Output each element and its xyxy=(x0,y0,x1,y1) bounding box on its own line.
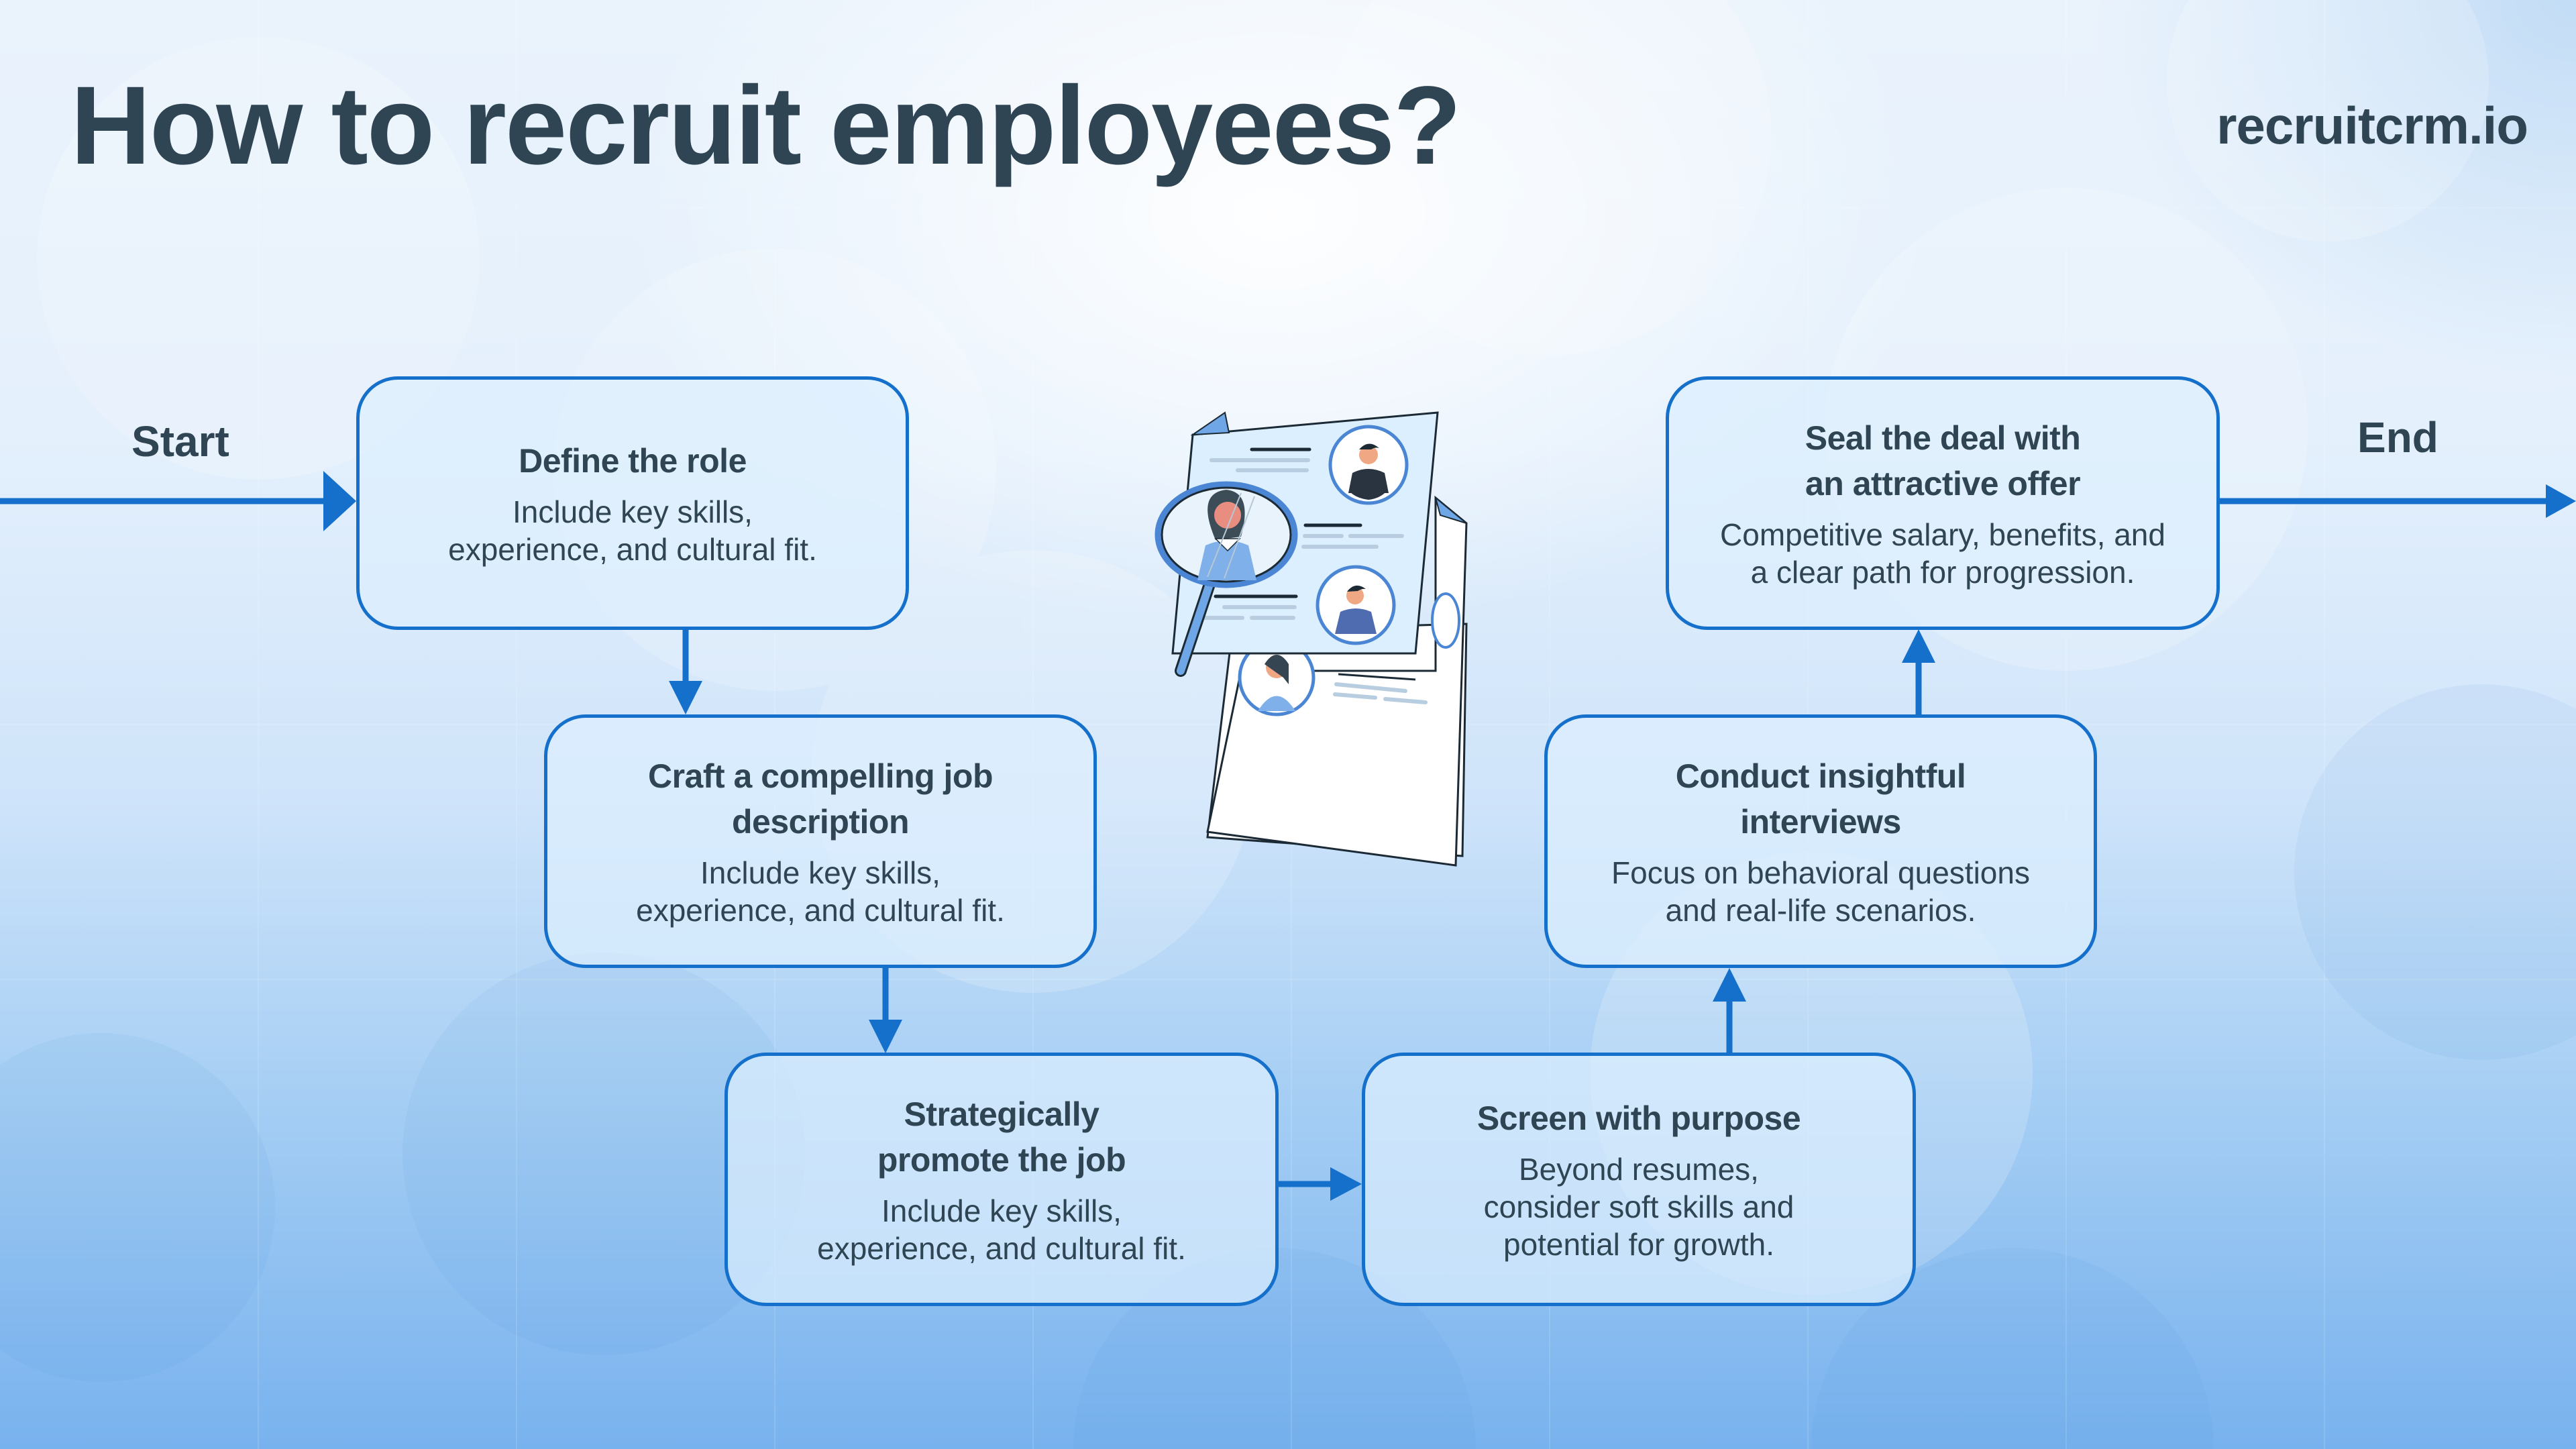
step-title: Screen with purpose xyxy=(1477,1099,1801,1137)
step-title: Define the role xyxy=(519,442,747,480)
end-label: End xyxy=(2357,413,2438,462)
step-promote-job: Strategically promote the job Include ke… xyxy=(724,1053,1279,1306)
candidate-avatar-icon xyxy=(1316,565,1396,645)
step-conduct-interviews: Conduct insightful interviews Focus on b… xyxy=(1544,714,2097,968)
step-craft-job-description: Craft a compelling job description Inclu… xyxy=(544,714,1097,968)
step-description: Focus on behavioral questions and real-l… xyxy=(1611,855,2030,928)
step-title: Seal the deal with an attractive offer xyxy=(1805,419,2081,502)
step-description: Include key skills, experience, and cult… xyxy=(636,855,1005,928)
start-label: Start xyxy=(131,417,229,466)
step-description: Include key skills, experience, and cult… xyxy=(817,1193,1186,1266)
back-resume-page-icon xyxy=(1206,495,1468,867)
step-screen-with-purpose: Screen with purpose Beyond resumes, cons… xyxy=(1362,1053,1916,1306)
magnifying-glass-icon xyxy=(1155,481,1298,677)
step-seal-the-deal: Seal the deal with an attractive offer C… xyxy=(1666,376,2220,630)
step-title: Conduct insightful interviews xyxy=(1675,757,1966,841)
step-define-role: Define the role Include key skills, expe… xyxy=(356,376,909,630)
front-resume-page-icon xyxy=(1171,411,1439,655)
page-title: How to recruit employees? xyxy=(70,64,1462,188)
resume-search-illustration xyxy=(1155,411,1468,867)
step-title: Craft a compelling job description xyxy=(647,757,994,841)
step-description: Include key skills, experience, and cult… xyxy=(448,494,817,567)
step-title: Strategically promote the job xyxy=(877,1095,1126,1179)
step-description: Beyond resumes, consider soft skills and… xyxy=(1483,1152,1794,1262)
candidate-avatar-icon xyxy=(1328,425,1409,505)
step-description: Competitive salary, benefits, and a clea… xyxy=(1720,517,2165,590)
brand-link[interactable]: recruitcrm.io xyxy=(2216,96,2528,155)
